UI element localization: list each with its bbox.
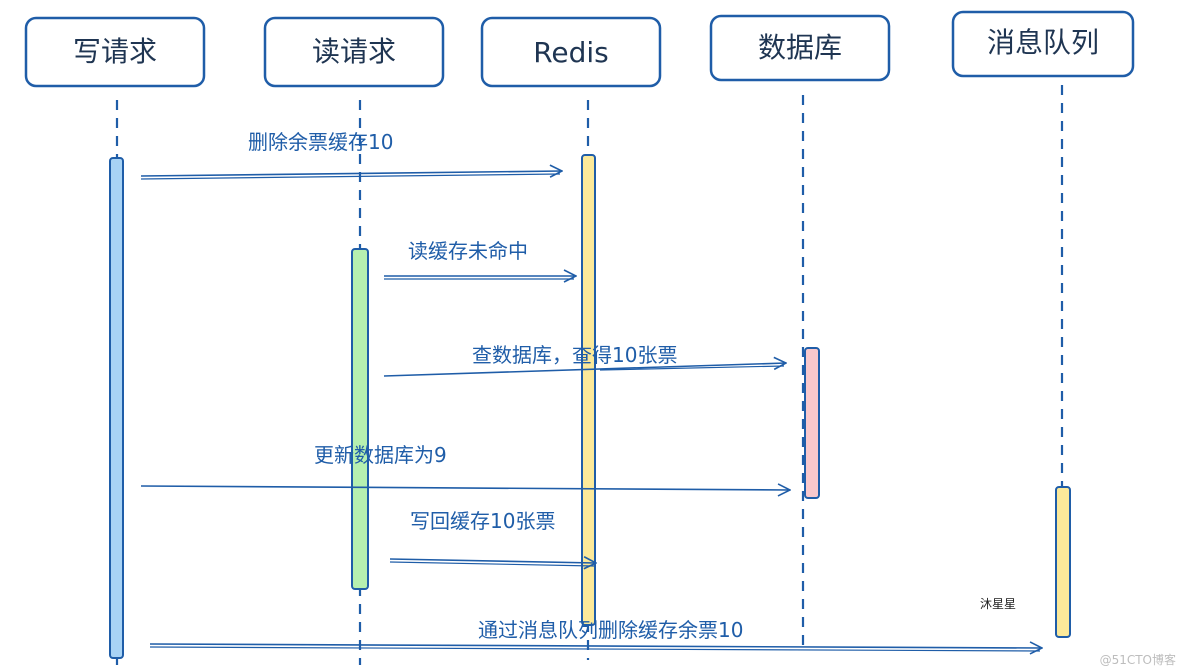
activation-read (351, 248, 369, 590)
message-label: 删除余票缓存10 (248, 130, 393, 154)
message-label: 写回缓存10张票 (410, 509, 555, 533)
activations (109, 154, 1071, 659)
message-write-back-cache: 写回缓存10张票 (389, 509, 596, 567)
participant-label: 消息队列 (987, 26, 1099, 59)
message-cache-miss: 读缓存未命中 (384, 239, 576, 279)
message-mq-delete-cache: 通过消息队列删除缓存余票10 (149, 618, 1042, 652)
message-arrow (149, 644, 1042, 648)
activation-redis (581, 154, 596, 626)
message-arrow (140, 486, 790, 490)
author-signature: 沐星星 (980, 597, 1016, 611)
message-arrow (383, 363, 786, 377)
participant-db: 数据库 (709, 14, 891, 82)
message-query-db: 查数据库，查得10张票 (383, 343, 786, 377)
message-update-db: 更新数据库为9 (140, 443, 790, 490)
participant-mq: 消息队列 (951, 10, 1135, 78)
participant-box (263, 16, 445, 88)
participant-write: 写请求 (24, 16, 206, 88)
activation-write (109, 157, 124, 659)
participant-label: 读请求 (312, 35, 396, 68)
participant-read: 读请求 (263, 16, 445, 88)
message-arrow-stroke (140, 173, 561, 180)
activation-db (804, 347, 820, 499)
participant-box (480, 16, 662, 88)
participant-label: Redis (533, 36, 609, 69)
message-label: 通过消息队列删除缓存余票10 (478, 618, 743, 642)
participant-box (951, 10, 1135, 78)
message-arrow-stroke (389, 561, 595, 567)
message-label: 更新数据库为9 (314, 443, 447, 467)
message-label: 查数据库，查得10张票 (472, 343, 677, 367)
message-arrow-stroke (149, 646, 1041, 652)
participant-box (24, 16, 206, 88)
message-label: 读缓存未命中 (408, 239, 528, 263)
message-arrow-stroke (599, 365, 785, 371)
message-delete-cache: 删除余票缓存10 (140, 130, 562, 180)
participant-label: 写请求 (73, 35, 157, 68)
participant-box (709, 14, 891, 82)
participant-redis: Redis (480, 16, 662, 88)
activation-mq (1055, 486, 1071, 638)
message-arrow (389, 559, 596, 563)
watermark: @51CTO博客 (1100, 652, 1176, 667)
message-arrow (140, 171, 562, 176)
participant-label: 数据库 (758, 31, 842, 64)
